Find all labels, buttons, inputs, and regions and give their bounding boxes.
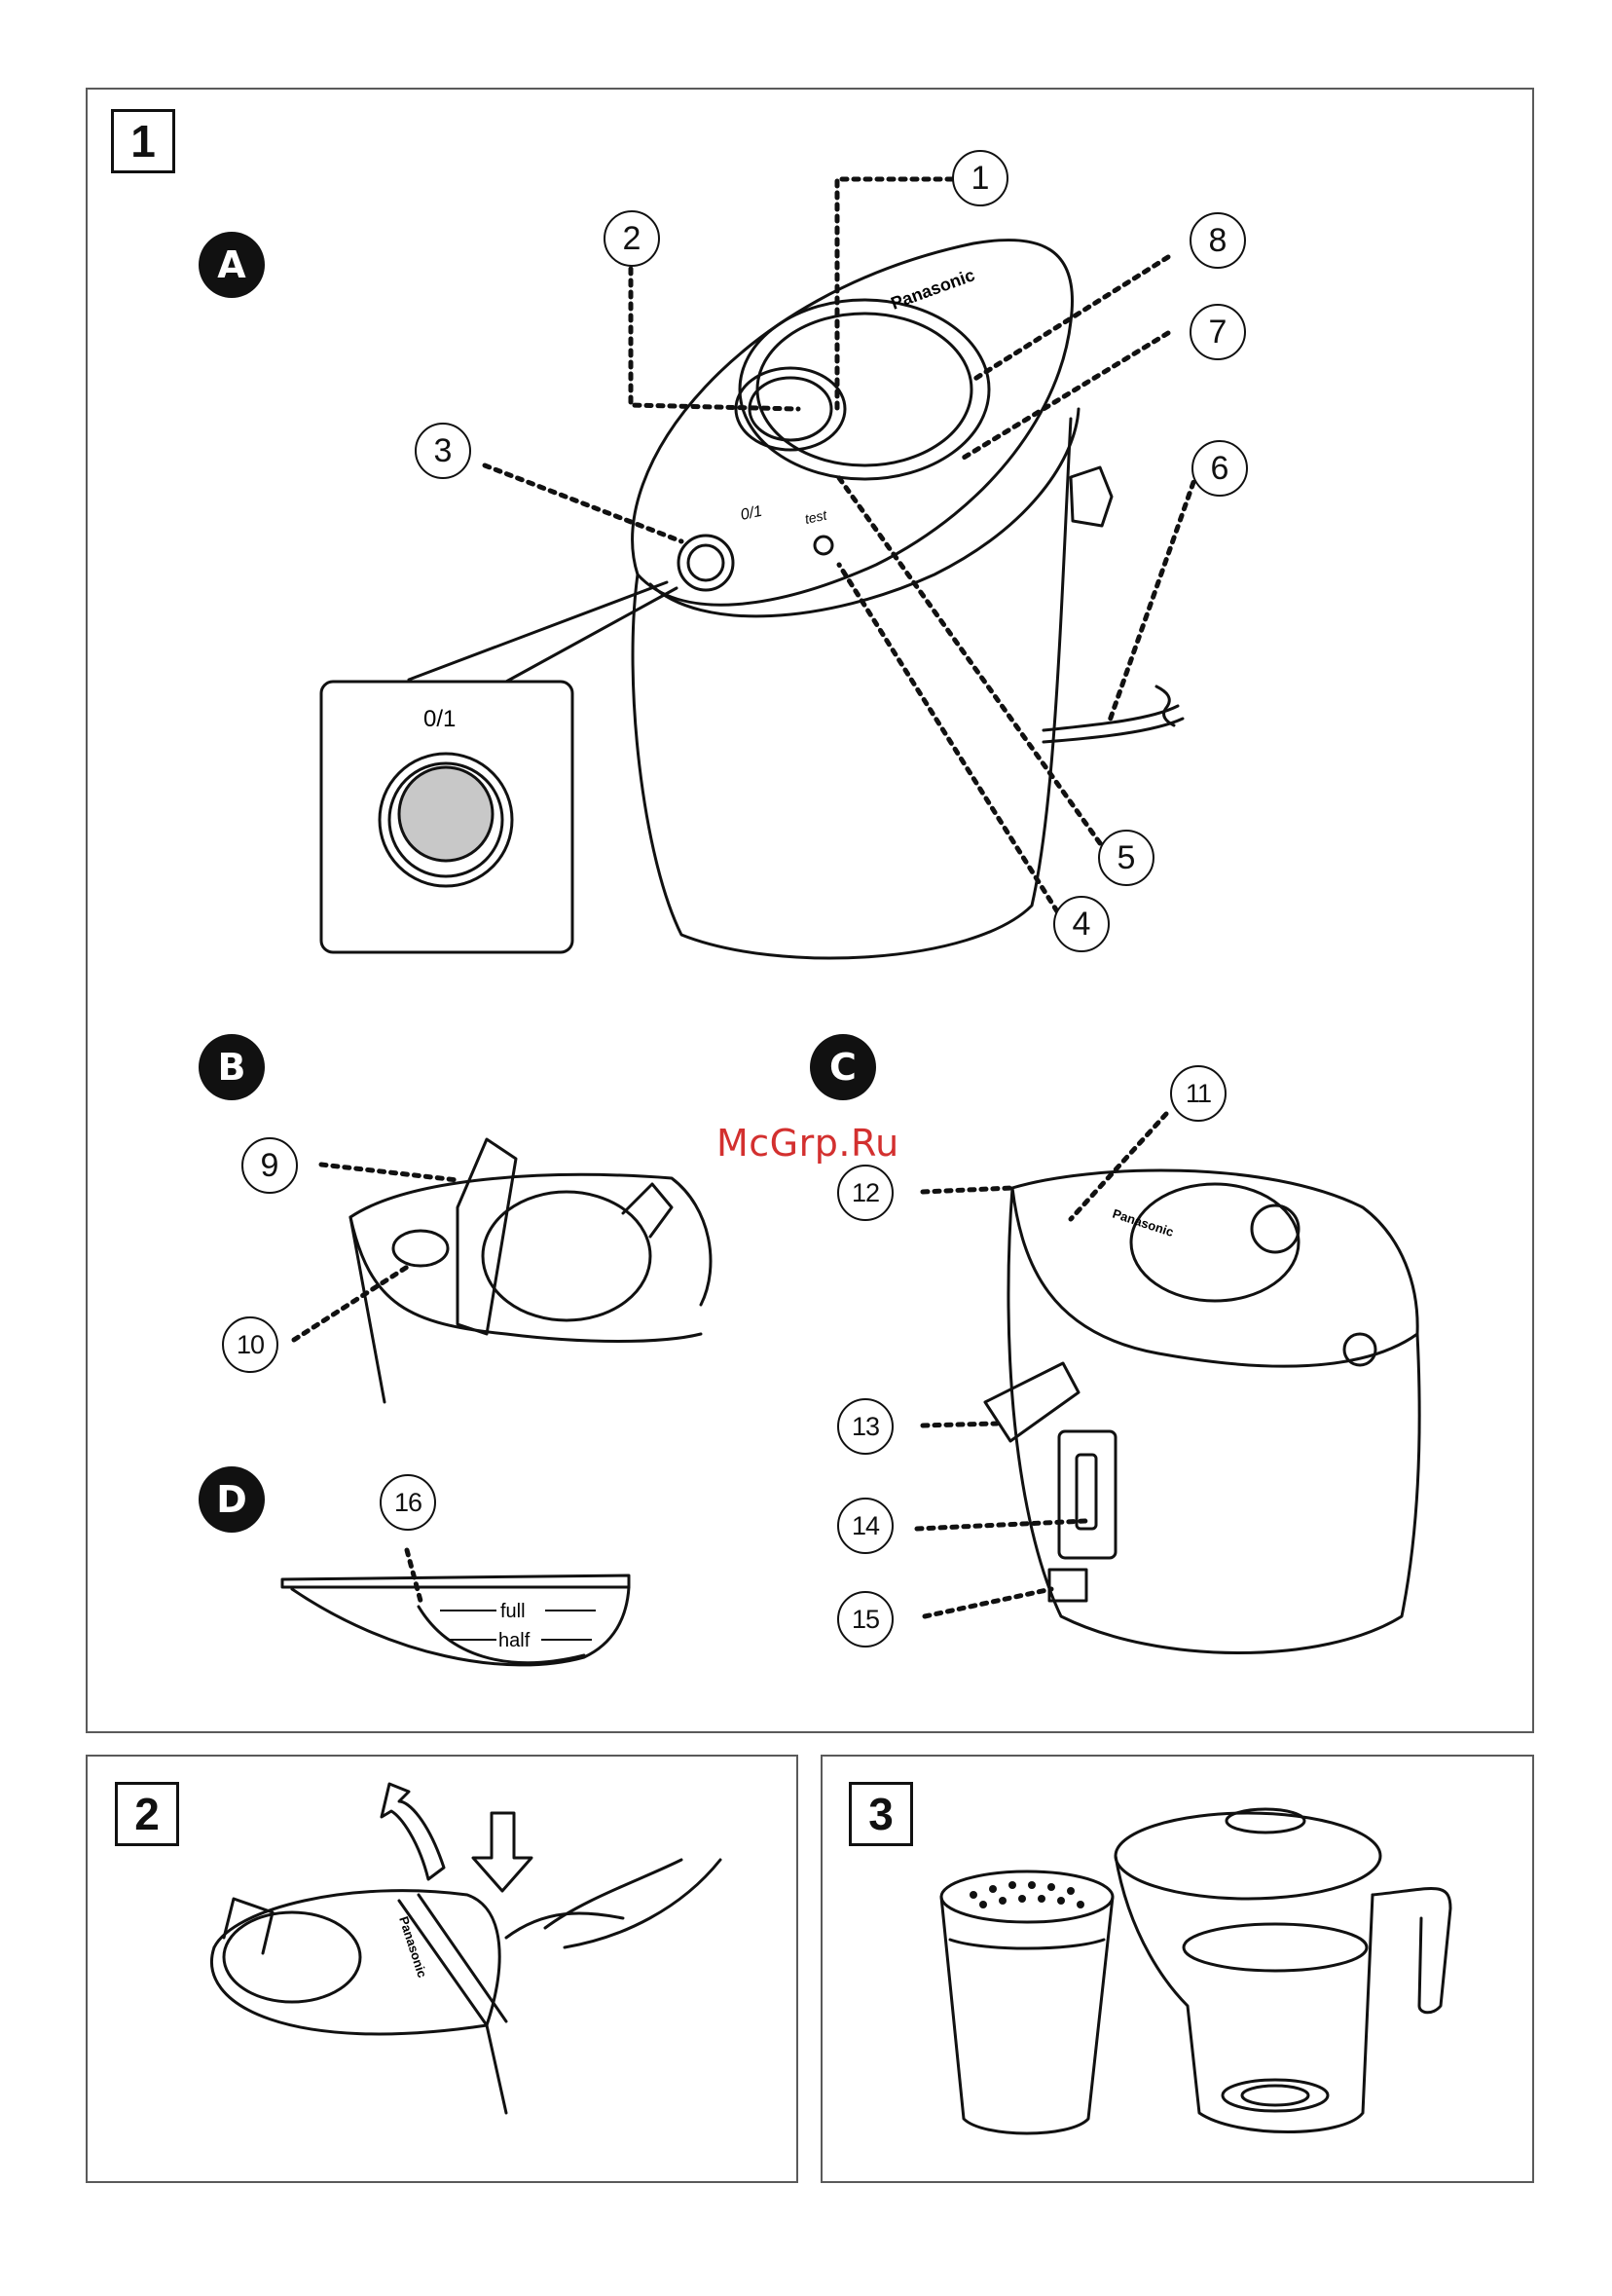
brand-label-main: Panasonic — [889, 265, 977, 314]
figure-number-2: 2 — [115, 1782, 179, 1846]
watermark-text: McGrp.Ru — [716, 1122, 899, 1165]
water-jug-illustration — [1116, 1809, 1450, 2132]
callout-4: 4 — [1053, 896, 1110, 952]
figure-number-1: 1 — [111, 109, 175, 173]
callout-10: 10 — [222, 1316, 278, 1373]
filter-cover-illustration — [211, 1860, 720, 2113]
section-d-badge: D — [199, 1466, 265, 1533]
switch-label-zoom: 0/1 — [423, 706, 456, 732]
curved-arrow-icon — [382, 1784, 444, 1879]
callout-15: 15 — [837, 1591, 894, 1648]
callout-1: 1 — [952, 150, 1008, 206]
callout-6: 6 — [1191, 440, 1248, 497]
callout-2: 2 — [604, 210, 660, 267]
section-b-badge: B — [199, 1034, 265, 1100]
brand-label-cover: Panasonic — [396, 1914, 429, 1979]
test-label: test — [803, 506, 828, 527]
callout-14: 14 — [837, 1498, 894, 1554]
section-a-badge: A — [199, 232, 265, 298]
down-arrow-icon — [473, 1813, 531, 1891]
filter-cartridge-illustration — [941, 1871, 1113, 2133]
callout-8: 8 — [1190, 212, 1246, 269]
section-c-badge: C — [810, 1034, 876, 1100]
callout-7: 7 — [1190, 304, 1246, 360]
filter-holes — [970, 1881, 1084, 1908]
callout-12: 12 — [837, 1165, 894, 1221]
device-side-illustration — [985, 1170, 1419, 1653]
callout-9: 9 — [241, 1137, 298, 1194]
figure-number-3: 3 — [849, 1782, 913, 1846]
callout-3: 3 — [415, 423, 471, 479]
callout-5: 5 — [1098, 830, 1154, 886]
power-switch-zoom-box — [321, 582, 677, 952]
full-mark-label: full — [500, 1601, 526, 1622]
callout-16: 16 — [380, 1474, 436, 1531]
water-gauge-illustration — [282, 1575, 629, 1665]
callout-11: 11 — [1170, 1065, 1227, 1122]
switch-label-small: 0/1 — [739, 503, 763, 524]
callout-13: 13 — [837, 1398, 894, 1455]
half-mark-label: half — [498, 1630, 531, 1651]
